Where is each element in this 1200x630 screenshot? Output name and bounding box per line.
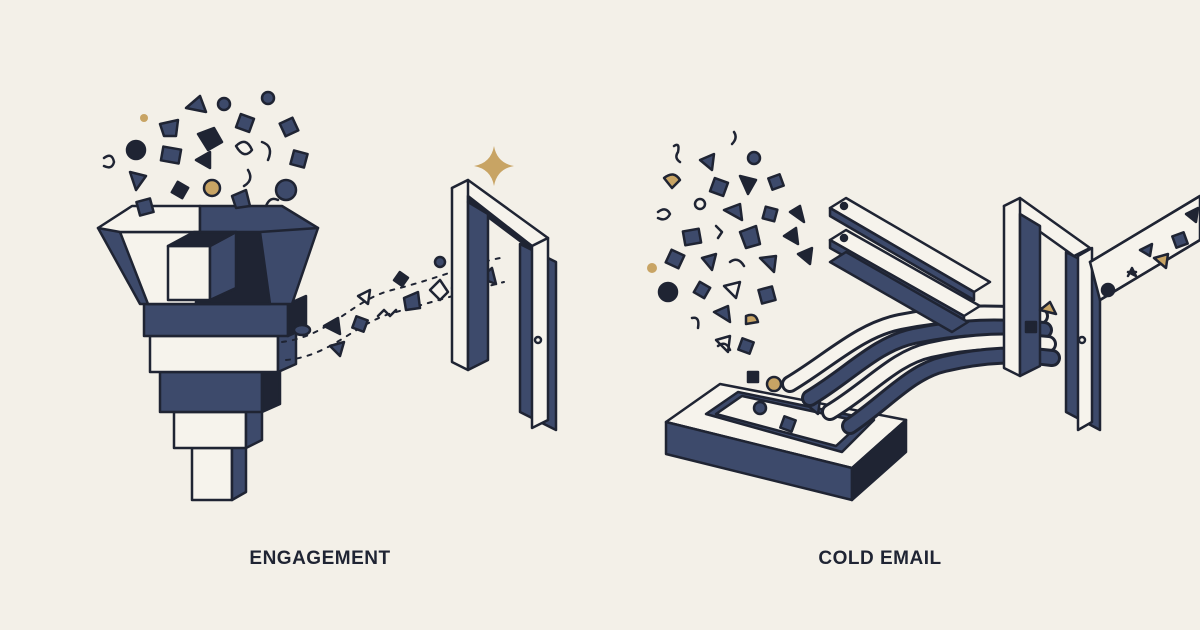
engagement-confetti [102,90,309,217]
engagement-sparkle [474,146,514,186]
engagement-caption: ENGAGEMENT [249,548,391,569]
cold-email-caption: COLD EMAIL [818,548,942,569]
cold-email-door [1002,196,1102,432]
cold-email-conveyor [1024,194,1200,334]
cold-email-confetti [647,130,814,355]
engagement-door [450,178,558,432]
engagement-funnel [96,204,320,502]
